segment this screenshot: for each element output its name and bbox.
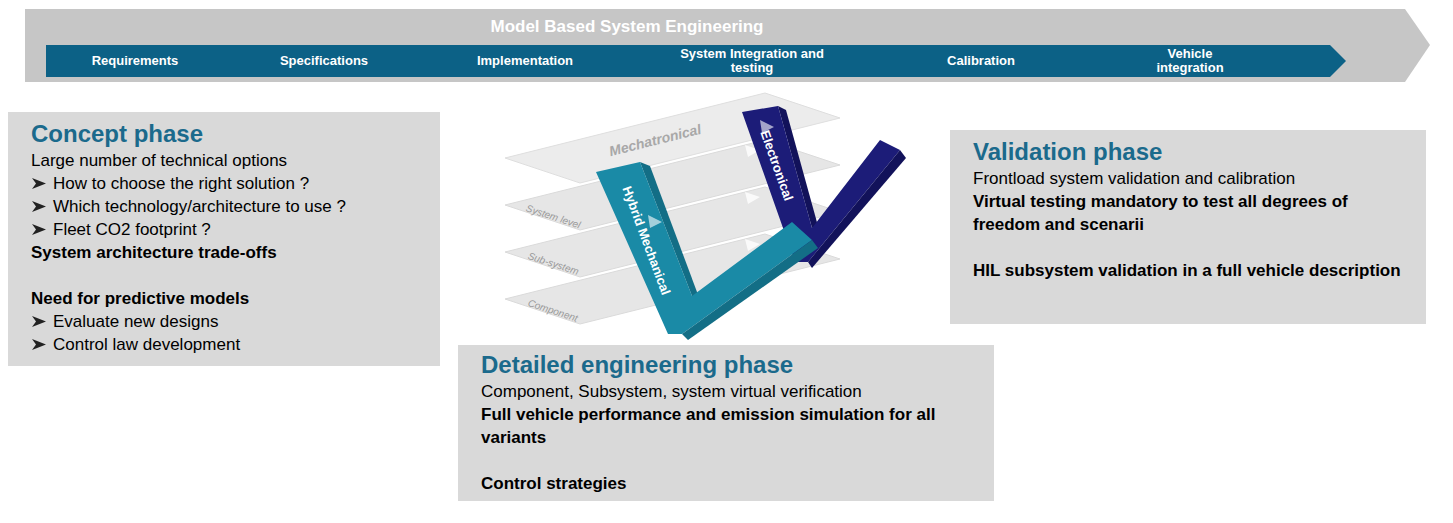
step-label: Specifications [254, 45, 394, 77]
bullet-text: Fleet CO2 footprint ? [53, 218, 211, 241]
step-label: System Integration and testing [677, 45, 827, 77]
bullet-text: Control law development [53, 333, 240, 356]
phase-text: Need for predictive models [31, 287, 428, 310]
bullet-text: Evaluate new designs [53, 310, 218, 333]
phase-heading: Detailed engineering phase [481, 350, 982, 380]
bullet-item: Evaluate new designs [31, 310, 428, 333]
hybrid-mechanical-v [596, 120, 818, 340]
phase-text: Large number of technical options [31, 149, 428, 172]
step-label: Implementation [455, 45, 595, 77]
bullet-arrow [31, 177, 47, 190]
bullet-item: Control law development [31, 333, 428, 356]
phase-box: Detailed engineering phaseComponent, Sub… [458, 345, 994, 501]
bullet-item: Fleet CO2 footprint ? [31, 218, 428, 241]
phase-heading: Validation phase [973, 137, 1414, 167]
phase-text: Virtual testing mandatory to test all de… [973, 190, 1414, 236]
bullet-item: How to choose the right solution ? [31, 172, 428, 195]
phase-heading: Concept phase [31, 119, 428, 149]
bullet-item: Which technology/architecture to use ? [31, 195, 428, 218]
phase-text: Frontload system validation and calibrat… [973, 167, 1414, 190]
phase-band: Requirements Specifications Implementation… [46, 45, 1346, 77]
bullet-text: How to choose the right solution ? [53, 172, 309, 195]
bullet-arrow [31, 338, 47, 351]
step-label: Calibration [921, 45, 1041, 77]
phase-box: Concept phaseLarge number of technical o… [8, 112, 440, 366]
phase-text: System architecture trade-offs [31, 241, 428, 264]
step-label: Vehicle integration [1145, 45, 1235, 77]
phase-text: HIL subsystem validation in a full vehic… [973, 259, 1414, 282]
phase-text: Component, Subsystem, system virtual ver… [481, 380, 982, 403]
process-chevron: Model Based System EngineeringRequiremen… [25, 9, 1430, 82]
bullet-text: Which technology/architecture to use ? [53, 195, 346, 218]
bullet-arrow [31, 315, 47, 328]
phase-text: Full vehicle performance and emission si… [481, 403, 982, 449]
bullet-arrow [31, 223, 47, 236]
phase-box: Validation phaseFrontload system validat… [950, 130, 1426, 324]
step-label: Requirements [65, 45, 205, 77]
bullet-arrow [31, 200, 47, 213]
diagram-title: Model Based System Engineering [490, 17, 763, 37]
phase-text: Control strategies [481, 472, 982, 495]
